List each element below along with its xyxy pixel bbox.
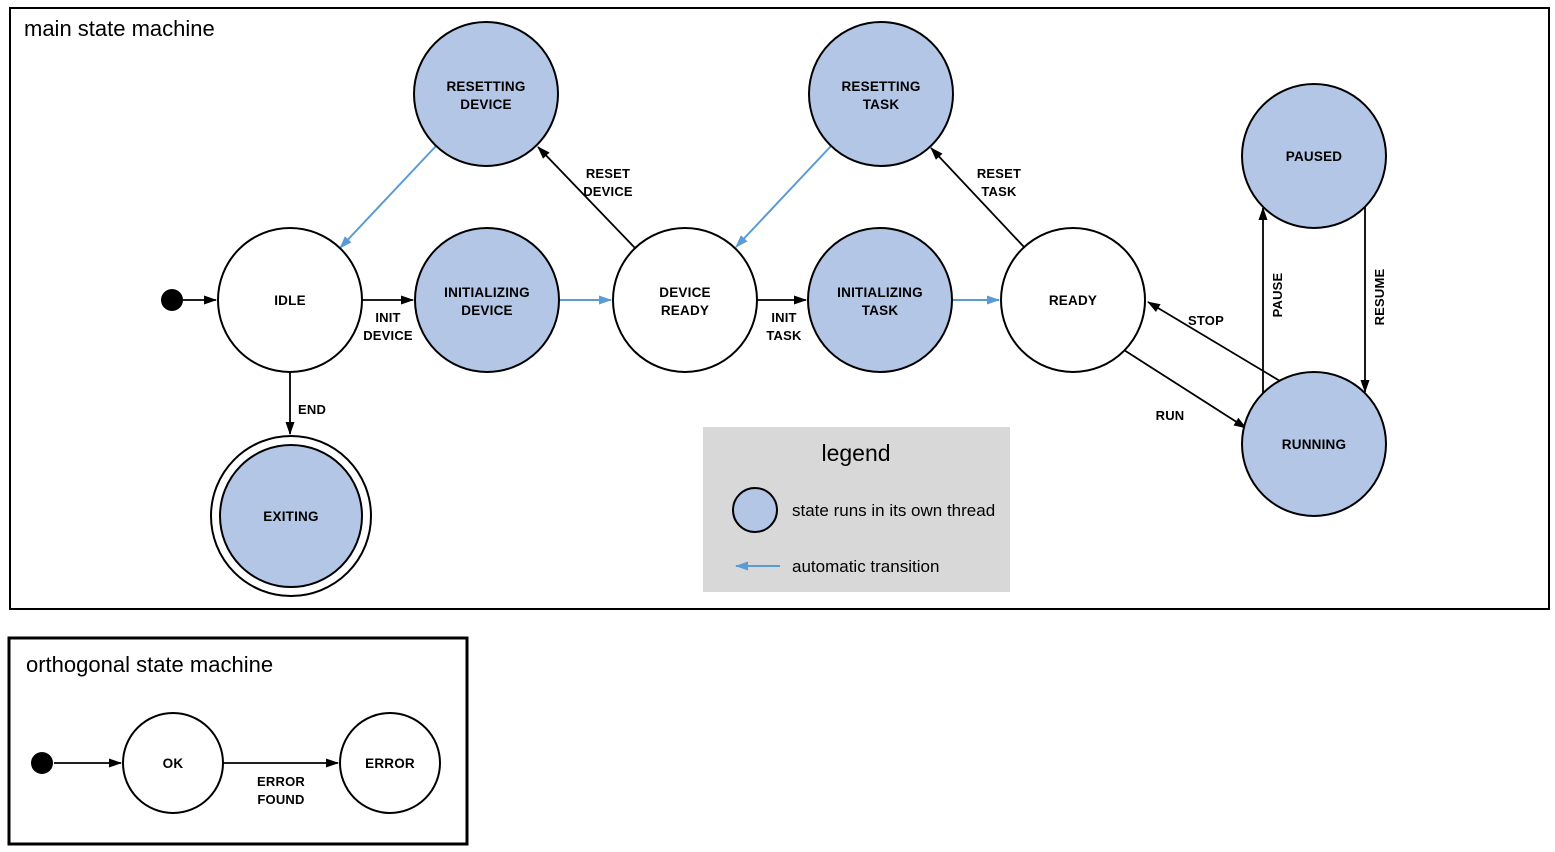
- state-idle-label: IDLE: [274, 293, 306, 308]
- transition-end-label: END: [298, 402, 326, 417]
- state-ready-circle: [1000, 227, 1146, 373]
- transition-init-device-label: INIT: [375, 310, 400, 325]
- state-idle: IDLE: [217, 227, 363, 373]
- state-initializing-device-label: DEVICE: [461, 303, 512, 318]
- state-resetting-task-circle: [808, 21, 954, 167]
- state-initializing-device-label: INITIALIZING: [444, 285, 530, 300]
- legend-threaded-state-icon: [732, 487, 778, 533]
- state-paused-label: PAUSED: [1286, 149, 1343, 164]
- transition-stop-label: STOP: [1188, 313, 1224, 328]
- legend-title: legend: [821, 440, 890, 466]
- state-initializing-task-label: TASK: [862, 303, 899, 318]
- transition-reset-device-label: DEVICE: [583, 184, 633, 199]
- state-resetting-device-label: RESETTING: [446, 79, 525, 94]
- state-device-ready-label: READY: [661, 303, 709, 318]
- transition-run-arrow: [1123, 349, 1247, 429]
- transition-resume-label: RESUME: [1372, 268, 1387, 325]
- state-running-label: RUNNING: [1282, 437, 1346, 452]
- automatic-transition-resettingtask-to-deviceready-arrow: [735, 145, 832, 248]
- state-exiting-inner-circle: [219, 444, 363, 588]
- transition-init-task-label: INIT: [771, 310, 796, 325]
- state-resetting-device-label: DEVICE: [460, 97, 511, 112]
- legend-threaded-state-label: state runs in its own thread: [792, 501, 995, 520]
- state-resetting-task-label: RESETTING: [841, 79, 920, 94]
- state-device-ready-label: DEVICE: [659, 285, 710, 300]
- transition-reset-task-label: RESET: [977, 166, 1021, 181]
- state-resetting-task-label: TASK: [863, 97, 900, 112]
- state-error: ERROR: [339, 712, 441, 814]
- state-ok-circle: [122, 712, 224, 814]
- state-ok: OK: [122, 712, 224, 814]
- state-initializing-device: INITIALIZING DEVICE: [414, 227, 560, 373]
- transition-reset-task-arrow: [930, 147, 1025, 248]
- state-initializing-device-circle: [414, 227, 560, 373]
- legend: legend state runs in its own thread auto…: [703, 427, 1010, 592]
- orthogonal-box-border: [7, 636, 469, 846]
- orthogonal-state-machine-box: orthogonal state machine OK ERROR FOUND …: [7, 636, 469, 846]
- main-state-machine-box: main state machine INIT DEVICE RESET DEV…: [9, 7, 1550, 610]
- transition-reset-task-label: TASK: [981, 184, 1017, 199]
- transition-reset-device-label: RESET: [586, 166, 630, 181]
- transition-run-label: RUN: [1156, 408, 1185, 423]
- state-ready-label: READY: [1049, 293, 1097, 308]
- state-resetting-device-circle: [413, 21, 559, 167]
- state-paused-circle: [1241, 83, 1387, 229]
- state-exiting-label: EXITING: [263, 509, 318, 524]
- state-running: RUNNING: [1241, 371, 1387, 517]
- state-device-ready-circle: [612, 227, 758, 373]
- main-box-border: [9, 7, 1550, 610]
- state-exiting-final: EXITING: [210, 435, 372, 597]
- state-initializing-task-circle: [807, 227, 953, 373]
- transition-reset-device-arrow: [537, 146, 636, 249]
- transition-error-found-label: FOUND: [257, 792, 304, 807]
- state-initializing-task: INITIALIZING TASK: [807, 227, 953, 373]
- state-paused: PAUSED: [1241, 83, 1387, 229]
- main-transitions: INIT DEVICE RESET DEVICE INIT TASK RESET…: [183, 145, 1387, 435]
- state-error-label: ERROR: [365, 756, 415, 771]
- automatic-transition-resettingdevice-to-idle-arrow: [339, 145, 437, 249]
- state-idle-circle: [217, 227, 363, 373]
- state-resetting-device: RESETTING DEVICE: [413, 21, 559, 167]
- state-initializing-task-label: INITIALIZING: [837, 285, 923, 300]
- state-resetting-task: RESETTING TASK: [808, 21, 954, 167]
- initial-state-dot: [161, 289, 183, 311]
- transition-stop-arrow: [1147, 301, 1281, 382]
- orthogonal-box-title: orthogonal state machine: [26, 652, 273, 677]
- state-ready: READY: [1000, 227, 1146, 373]
- transition-init-device-label: DEVICE: [363, 328, 413, 343]
- transition-init-task-label: TASK: [766, 328, 802, 343]
- state-running-circle: [1241, 371, 1387, 517]
- transition-pause-label: PAUSE: [1270, 272, 1285, 317]
- main-box-title: main state machine: [24, 16, 215, 41]
- state-error-circle: [339, 712, 441, 814]
- transition-error-found-label: ERROR: [257, 774, 305, 789]
- state-ok-label: OK: [163, 756, 184, 771]
- state-device-ready: DEVICE READY: [612, 227, 758, 373]
- legend-automatic-transition-label: automatic transition: [792, 557, 939, 576]
- orthogonal-initial-state-dot: [31, 752, 53, 774]
